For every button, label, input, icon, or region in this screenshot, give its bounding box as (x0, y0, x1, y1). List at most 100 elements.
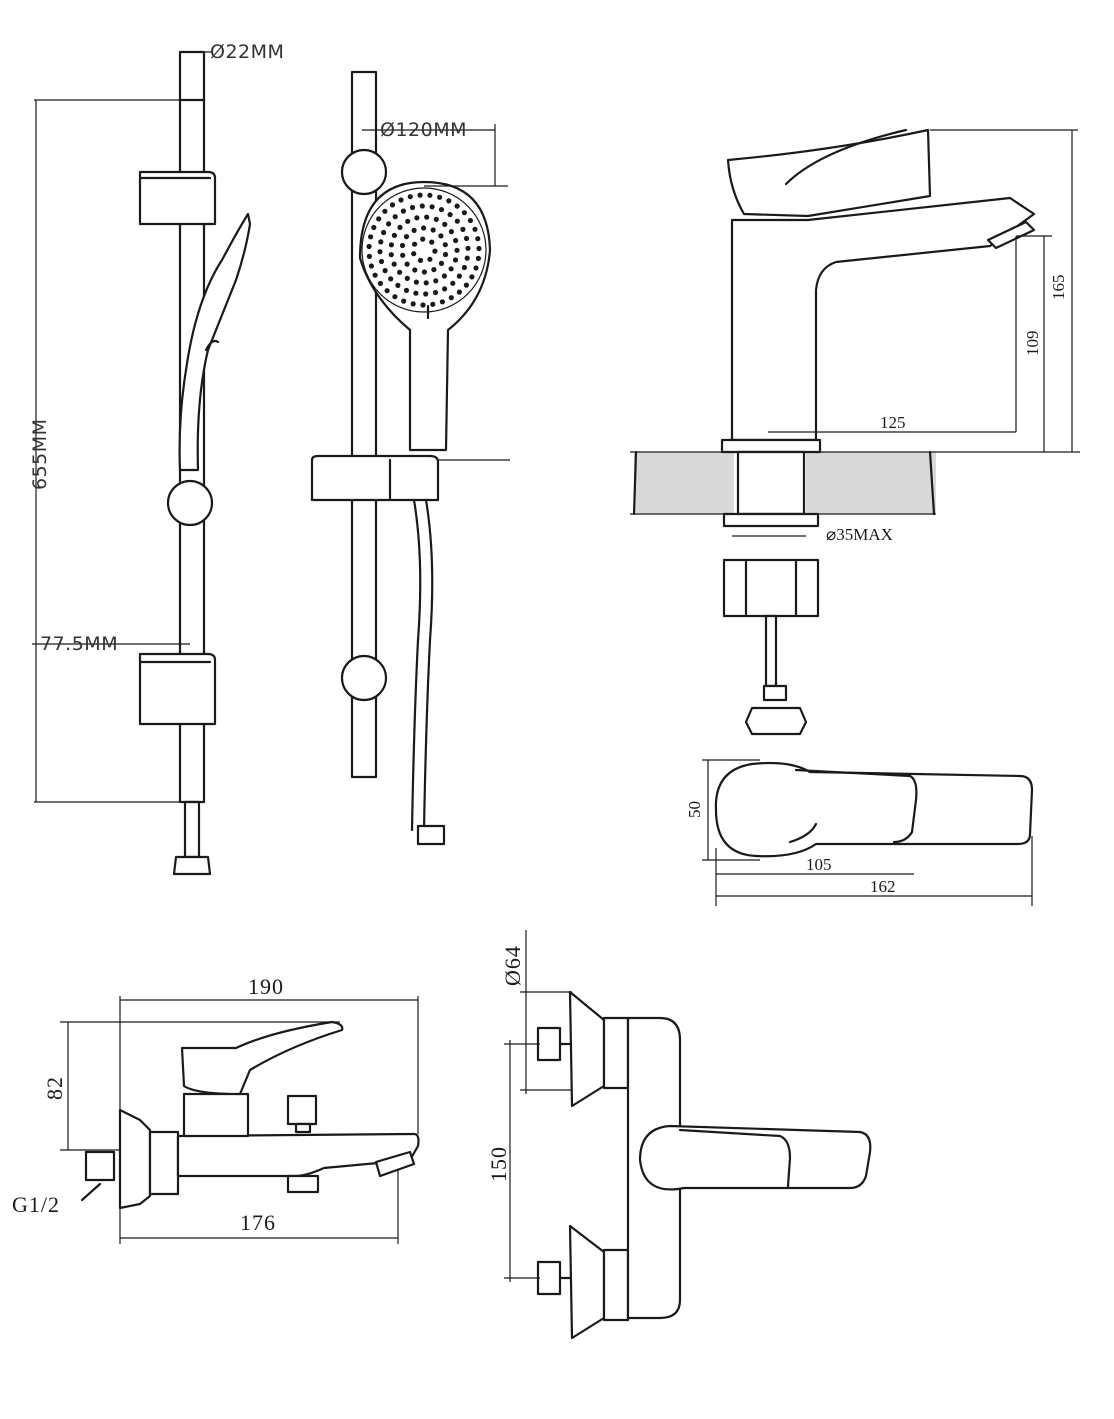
spray-hole (433, 278, 439, 284)
spray-hole (411, 227, 417, 233)
spray-hole (397, 269, 403, 275)
spray-hole (448, 229, 454, 235)
bath-mixer-side-view (80, 1020, 420, 1210)
basin-mixer-side-view (630, 128, 1036, 736)
spray-hole (452, 257, 459, 263)
spray-hole (419, 203, 425, 209)
spray-hole (392, 294, 398, 300)
spray-hole (376, 216, 382, 222)
spray-hole (454, 218, 460, 224)
rail-length-label: 655MM (29, 418, 51, 490)
spray-hole (381, 229, 387, 236)
spray-hole (472, 226, 478, 232)
spray-hole (388, 252, 394, 258)
spray-hole (442, 221, 448, 227)
spray-hole (431, 267, 437, 273)
flange-diameter-label: Ø64 (500, 945, 525, 986)
spray-hole (372, 272, 378, 278)
spray-hole (438, 207, 445, 213)
head-dimensions: Ø120MM (362, 119, 510, 461)
spray-hole (450, 280, 456, 286)
spray-hole (420, 302, 426, 308)
spray-hole (463, 235, 470, 242)
spout-reach-label: 125 (880, 413, 906, 432)
spray-hole (398, 197, 404, 203)
spray-hole (403, 287, 410, 293)
spray-hole (412, 267, 418, 273)
spray-hole (404, 261, 410, 267)
spray-hole (384, 288, 390, 294)
spray-hole (427, 192, 433, 198)
spray-hole (432, 289, 439, 296)
spray-hole (476, 245, 482, 252)
holder-spacing-label: 77.5MM (40, 633, 118, 655)
spout-height-label: 109 (1023, 331, 1042, 357)
shower-rail-side-view (138, 50, 252, 876)
spray-hole (438, 233, 444, 239)
rail-diameter-label: Ø22MM (210, 41, 284, 63)
spray-hole (461, 210, 467, 216)
spray-hole (392, 214, 398, 220)
spray-hole (413, 279, 419, 285)
spray-hole (388, 276, 394, 282)
spray-hole (448, 295, 454, 301)
handle-length-label: 105 (806, 855, 832, 874)
centre-distance-label: 150 (486, 1146, 511, 1182)
spray-hole (420, 236, 426, 242)
spray-hole (454, 247, 460, 253)
spray-hole (446, 198, 452, 204)
spray-hole (409, 204, 416, 211)
spray-hole (401, 298, 407, 304)
spray-hole (427, 256, 433, 262)
spray-hole (397, 224, 403, 230)
spray-hole (368, 234, 374, 240)
spray-hole (389, 202, 396, 208)
spray-hole (442, 251, 449, 258)
spray-hole (463, 282, 469, 288)
spray-hole (429, 239, 435, 245)
spray-hole (386, 221, 392, 227)
spray-hole (388, 242, 394, 248)
spray-hole (432, 248, 438, 254)
height-label: 82 (42, 1076, 67, 1100)
spray-hole (429, 204, 435, 210)
spray-hole (382, 208, 388, 214)
spray-hole (405, 218, 411, 224)
basin-mixer-dimensions: 165 109 125 ⌀35MAX (732, 129, 1080, 544)
spray-hole (382, 268, 388, 274)
spray-hole (412, 241, 418, 247)
spray-hole (414, 215, 420, 221)
spray-hole (378, 258, 385, 265)
top-view-dimensions: 50 105 162 (685, 759, 1033, 906)
spray-hole (453, 237, 459, 244)
spray-hole (399, 242, 406, 249)
spray-hole (421, 269, 427, 275)
spray-hole (423, 291, 429, 297)
bath-side-dimensions: 190 82 G1/2 176 (12, 974, 419, 1244)
spray-hole (417, 192, 423, 198)
spray-hole (395, 282, 401, 288)
spray-hole (430, 301, 436, 307)
spray-hole (438, 260, 445, 266)
spray-hole (377, 280, 383, 287)
spray-hole (464, 255, 470, 261)
spray-hole (404, 275, 410, 281)
spray-hole (413, 290, 419, 296)
top-width-label: 50 (685, 801, 704, 818)
spray-hole (366, 243, 372, 250)
spray-hole (456, 273, 462, 279)
spray-hole (439, 299, 445, 305)
spray-hole (454, 203, 460, 209)
head-diameter-label: Ø120MM (380, 119, 467, 141)
spray-hole (473, 265, 479, 271)
spray-hole (456, 289, 462, 295)
spray-hole (411, 251, 417, 257)
spray-hole (433, 216, 439, 222)
spray-hole (421, 225, 427, 231)
spray-hole (407, 194, 413, 200)
spray-hole (442, 286, 448, 292)
spray-hole (378, 239, 384, 245)
spray-hole (475, 236, 481, 242)
